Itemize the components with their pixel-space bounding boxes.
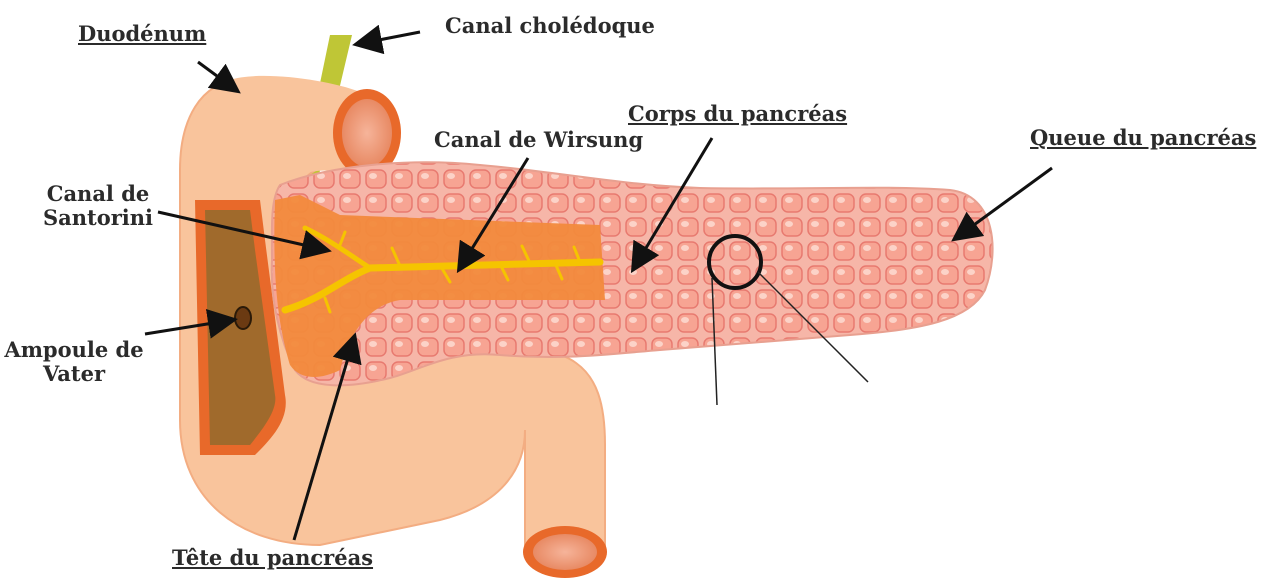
label-canal-choledoque: Canal cholédoque (445, 14, 655, 38)
ampulla-of-vater (235, 307, 251, 329)
label-ampoule-vater-line1: Ampoule de (4, 338, 144, 362)
label-corps-pancreas: Corps du pancréas (628, 102, 847, 126)
label-canal-wirsung: Canal de Wirsung (434, 128, 643, 152)
label-canal-santorini-line2: Santorini (38, 206, 158, 230)
label-ampoule-vater-line2: Vater (4, 362, 144, 386)
label-ampoule-vater: Ampoule de Vater (4, 338, 144, 386)
label-queue-pancreas: Queue du pancréas (1030, 126, 1256, 150)
label-tete-pancreas: Tête du pancréas (172, 546, 373, 570)
label-canal-santorini-line1: Canal de (38, 182, 158, 206)
label-duodenum: Duodénum (78, 22, 206, 46)
label-canal-santorini: Canal de Santorini (38, 182, 158, 230)
